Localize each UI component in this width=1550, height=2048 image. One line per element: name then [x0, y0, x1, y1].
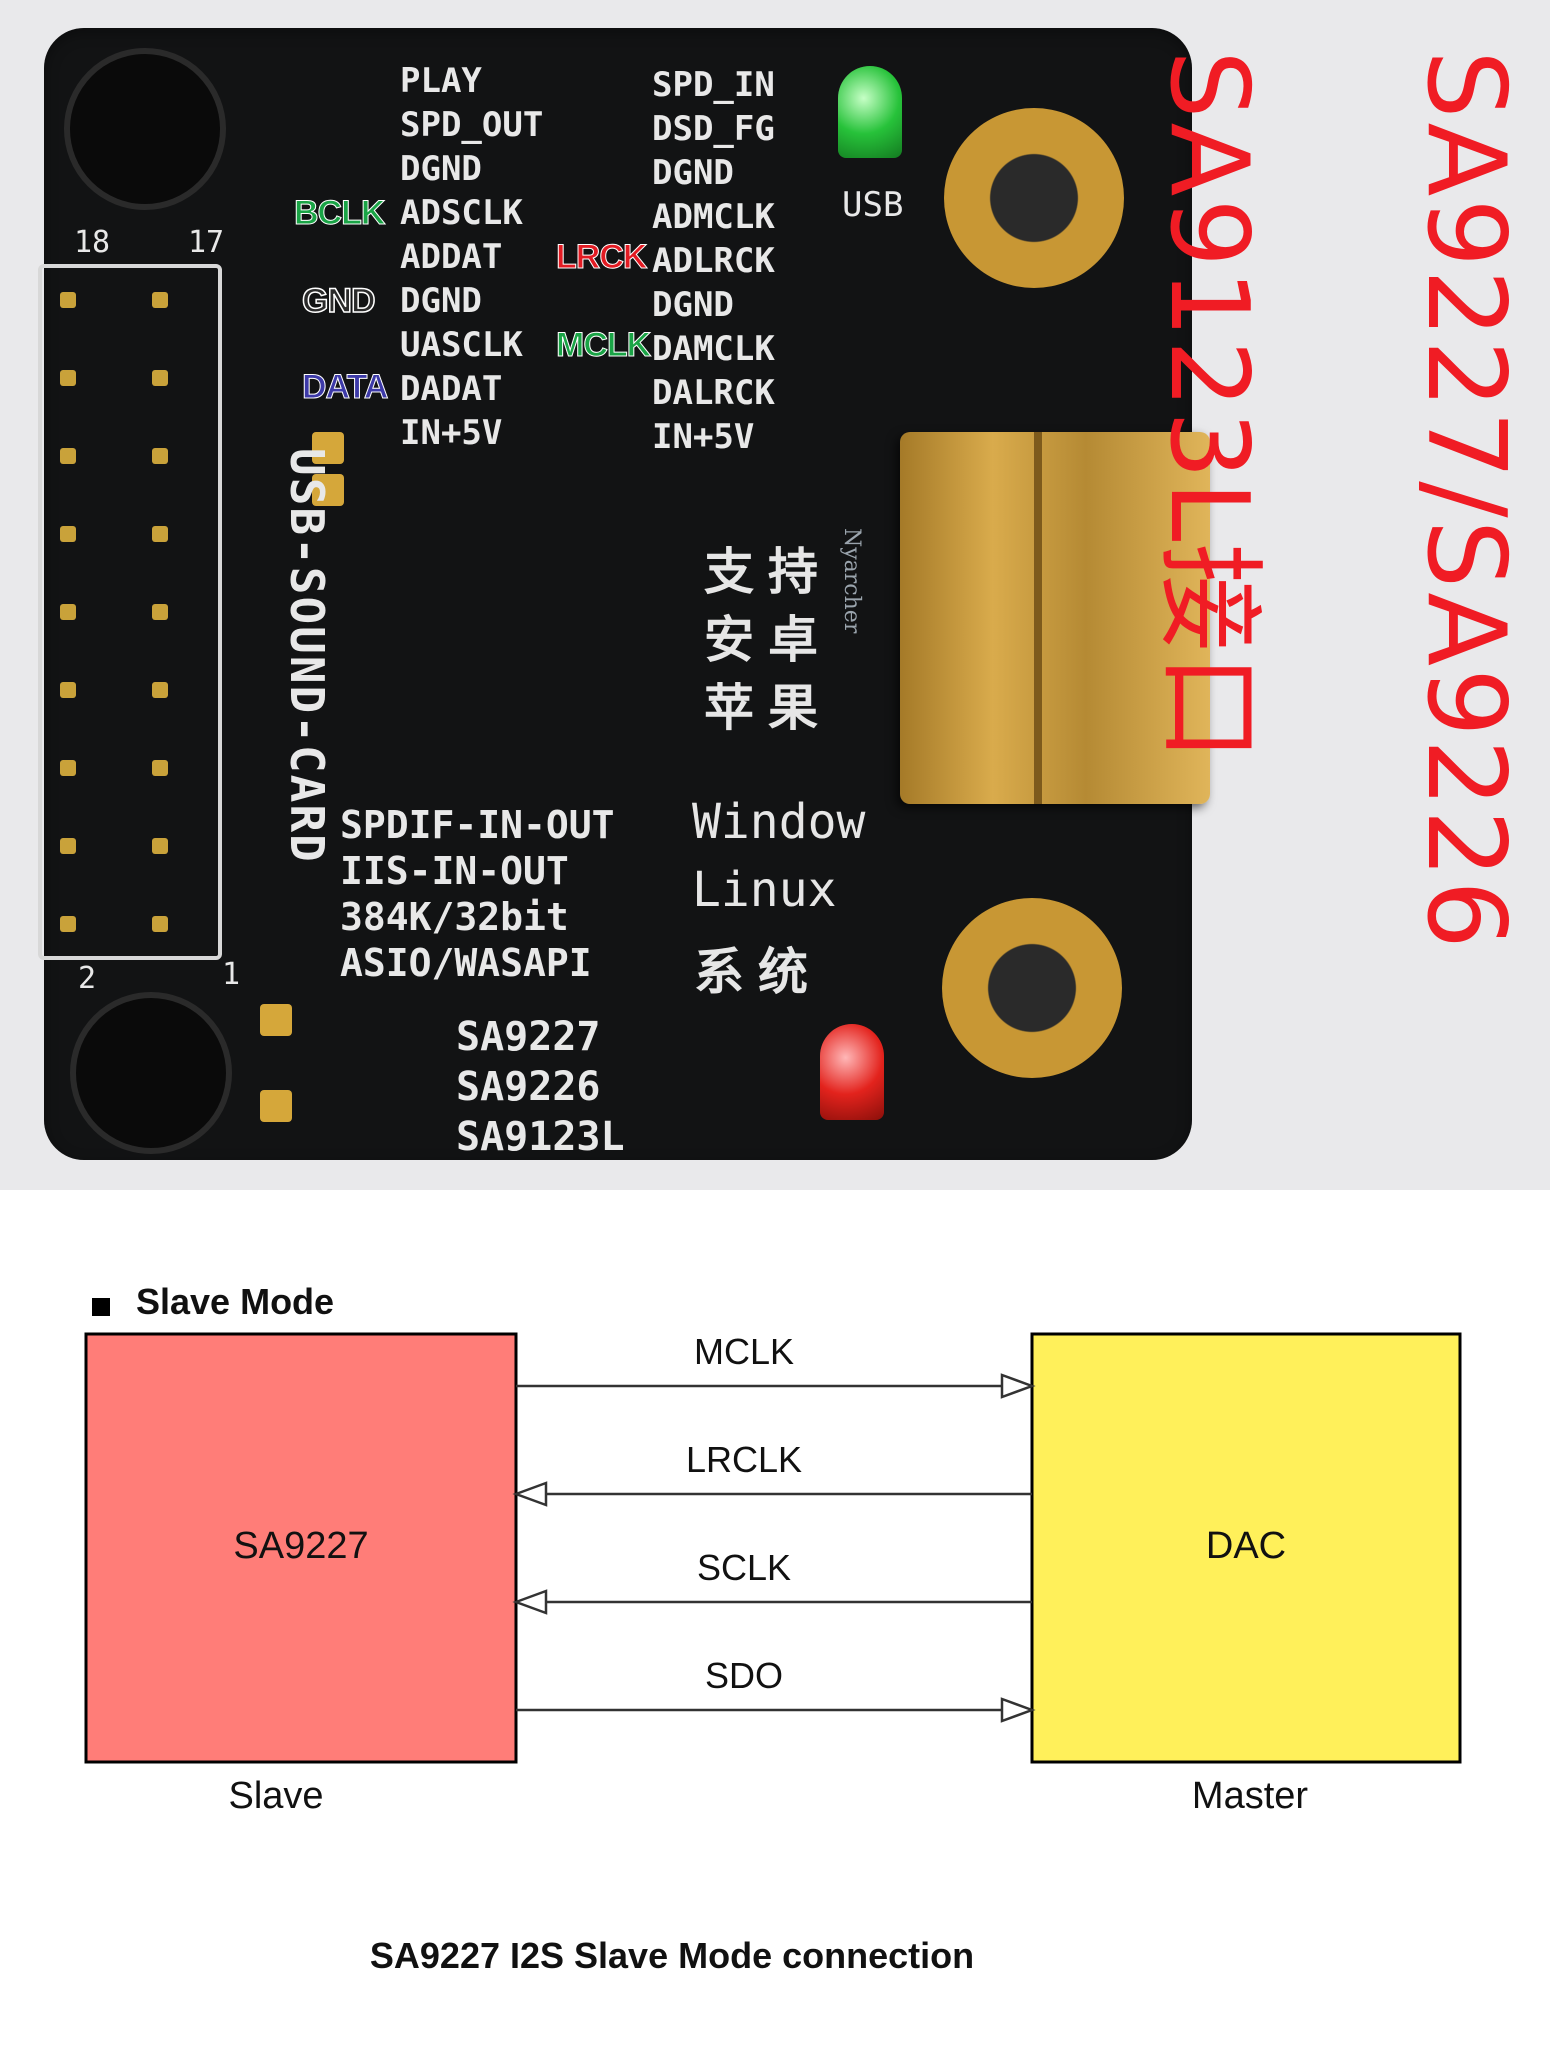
sa9227-block	[84, 1332, 518, 1764]
support-line-6: 系统	[694, 943, 822, 1001]
gold-ring-top-right	[944, 108, 1124, 288]
support-line-2: 安卓	[704, 611, 832, 669]
header-pin	[60, 370, 76, 386]
header-pin	[60, 916, 76, 932]
signal-label-lrclk: LRCLK	[686, 1439, 802, 1480]
signal-lines: MCLK LRCLK SCLK SDO	[512, 1331, 1036, 1723]
led-label-usb: USB	[842, 185, 904, 225]
header-pin	[152, 604, 168, 620]
pin-label-l5: ADDAT	[400, 237, 503, 277]
annotation-vertical-sa9123l: SA9123L接口	[1146, 50, 1271, 764]
annotation-vertical-sa9227: SA9227/SA9226	[1403, 50, 1528, 951]
annotation-mclk: MCLK	[555, 326, 651, 365]
pin-header-outline	[38, 264, 222, 960]
annotation-gnd: GND	[301, 281, 376, 321]
sa9227-block-label: SA9227	[233, 1525, 368, 1567]
pin-label-l1: PLAY	[400, 61, 482, 101]
header-pin	[152, 370, 168, 386]
arrowhead-sclk	[512, 1589, 548, 1615]
gold-ring-bottom-right	[942, 898, 1122, 1078]
chip-sa9227: SA9227	[456, 1014, 601, 1060]
header-pin	[152, 682, 168, 698]
support-line-1: 支持	[704, 543, 832, 601]
annotation-lrck: LRCK	[555, 238, 647, 277]
pin-label-l4: ADSCLK	[400, 193, 523, 233]
mounting-hole-bottom-left	[70, 992, 232, 1154]
pin-label-r9: IN+5V	[652, 417, 755, 457]
header-pin	[152, 838, 168, 854]
header-pin	[60, 760, 76, 776]
header-pin	[152, 916, 168, 932]
green-led	[838, 66, 902, 158]
pin-label-r8: DALRCK	[652, 373, 775, 413]
header-number-17: 17	[188, 225, 225, 260]
pin-label-l6: DGND	[400, 281, 482, 321]
pad-2	[312, 474, 344, 506]
header-pin	[152, 448, 168, 464]
pin-label-r5: ADLRCK	[652, 241, 775, 281]
red-led	[820, 1024, 884, 1120]
pad-1	[312, 432, 344, 464]
diagram-caption: SA9227 I2S Slave Mode connection	[370, 1935, 974, 1976]
header-pin	[60, 604, 76, 620]
board-name-vertical: USB-SOUND-CARD	[280, 448, 334, 864]
pin-label-l7: UASCLK	[400, 325, 523, 365]
watermark: Nyarcher	[839, 528, 864, 634]
feature-spdif: SPDIF-IN-OUT	[340, 803, 615, 847]
pin-label-r4: ADMCLK	[652, 197, 775, 237]
header-pin	[60, 292, 76, 308]
pin-label-l3: DGND	[400, 149, 482, 189]
header-pin	[60, 682, 76, 698]
pcb-board: USB PLAY SPD_OUT DGND ADSCLK ADDAT DGND …	[38, 28, 1210, 1160]
heading-bullet	[92, 1298, 110, 1316]
usb-connector-seam	[1034, 432, 1042, 804]
signal-label-mclk: MCLK	[694, 1331, 794, 1372]
signal-label-sclk: SCLK	[697, 1547, 791, 1588]
arrowhead-lrclk	[512, 1481, 548, 1507]
pin-label-r1: SPD_IN	[652, 65, 775, 105]
pin-label-r7: DAMCLK	[652, 329, 775, 369]
slave-caption: Slave	[228, 1775, 323, 1817]
pin-label-l8: DADAT	[400, 369, 503, 409]
slave-mode-diagram: Slave Mode SA9227 Slave DAC Master MCLK L…	[84, 1281, 1462, 1976]
annotation-bclk: BCLK	[293, 194, 385, 233]
pin-label-l2: SPD_OUT	[400, 105, 544, 145]
chip-sa9123l: SA9123L	[456, 1114, 625, 1160]
diagram-heading: Slave Mode	[136, 1281, 334, 1322]
support-line-5: Linux	[692, 862, 837, 918]
header-pin	[152, 760, 168, 776]
pin-label-r6: DGND	[652, 285, 734, 325]
header-pin	[152, 292, 168, 308]
header-pin	[60, 838, 76, 854]
header-pin	[152, 526, 168, 542]
header-pin	[60, 448, 76, 464]
master-caption: Master	[1192, 1775, 1308, 1817]
annotation-data: DATA	[301, 368, 388, 407]
feature-iis: IIS-IN-OUT	[340, 849, 569, 893]
signal-label-sdo: SDO	[705, 1655, 783, 1696]
board-photo: USB PLAY SPD_OUT DGND ADSCLK ADDAT DGND …	[0, 0, 1550, 1190]
pad-3	[260, 1004, 292, 1036]
feature-rate: 384K/32bit	[340, 895, 569, 939]
header-number-1: 1	[222, 957, 241, 992]
support-line-3: 苹果	[704, 679, 832, 737]
usb-b-connector	[900, 432, 1210, 804]
pin-label-r3: DGND	[652, 153, 734, 193]
chip-sa9226: SA9226	[456, 1064, 601, 1110]
mounting-hole-top-left	[64, 48, 226, 210]
support-line-4: Window	[692, 794, 866, 850]
feature-driver: ASIO/WASAPI	[340, 941, 592, 985]
pin-label-r2: DSD_FG	[652, 109, 775, 149]
header-pin	[60, 526, 76, 542]
arrowhead-mclk	[1000, 1373, 1036, 1399]
dac-block	[1030, 1332, 1462, 1764]
arrowhead-sdo	[1000, 1697, 1036, 1723]
header-number-2: 2	[78, 961, 97, 996]
header-number-18: 18	[74, 225, 111, 260]
dac-block-label: DAC	[1206, 1525, 1286, 1567]
pad-4	[260, 1090, 292, 1122]
pin-label-l9: IN+5V	[400, 413, 503, 453]
